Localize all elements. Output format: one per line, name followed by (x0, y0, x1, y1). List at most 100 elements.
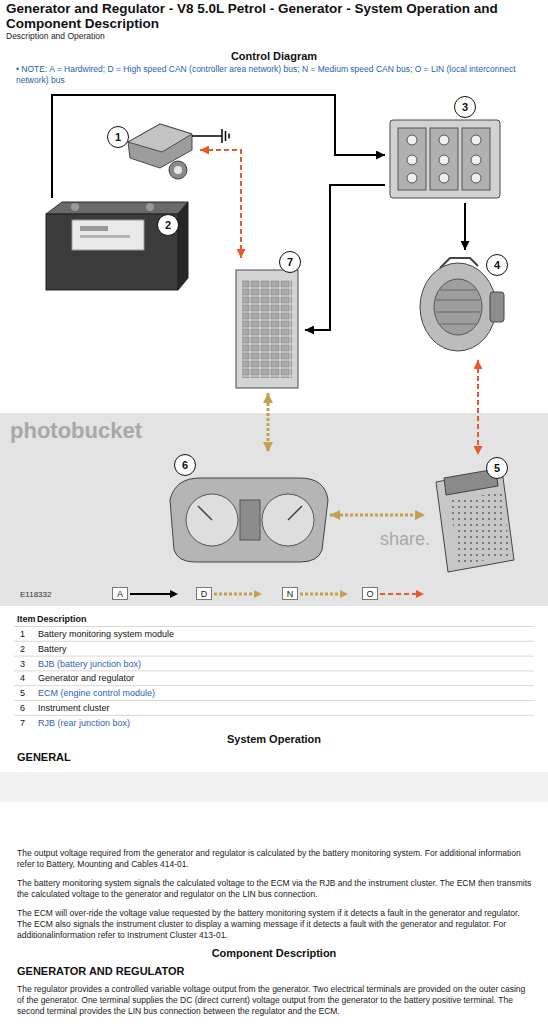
generator-illustration (436, 300, 480, 301)
engine-control-module-illustration (450, 492, 511, 565)
item-number: 6 (20, 702, 36, 714)
lin-bus (200, 150, 241, 258)
instrument-cluster-illustration (170, 478, 328, 562)
table-rule (14, 670, 534, 671)
subsection-heading: GENERAL (17, 751, 217, 764)
battery-illustration (71, 203, 79, 211)
item-description: Battery monitoring system module (38, 628, 458, 640)
battery-junction-box-illustration (471, 173, 481, 183)
callout-number: 3 (462, 101, 468, 113)
battery-junction-box-illustration (471, 135, 481, 145)
legend-key: A (117, 589, 123, 599)
hardwired-connection (52, 95, 385, 198)
watermark-band (0, 413, 548, 606)
body-paragraph: The ECM will over-ride the voltage value… (17, 908, 533, 941)
battery-junction-box-illustration (407, 135, 417, 145)
rear-junction-box-illustration (236, 270, 298, 388)
battery-junction-box-illustration (390, 120, 500, 198)
watermark: photobucket (10, 418, 210, 444)
legend-key: N (287, 589, 294, 599)
callout-circle: 3 (454, 96, 476, 118)
battery-junction-box-illustration (471, 155, 481, 165)
battery-illustration (146, 203, 154, 211)
high-speed-can-bus (330, 514, 425, 517)
component-callout-region: 4 (418, 250, 508, 360)
figure-id: E118332 (20, 590, 100, 600)
generator-illustration (490, 292, 504, 322)
item-description: Generator and regulator (38, 672, 458, 684)
legend-line-samples (130, 590, 424, 598)
battery-monitoring-module-illustration (128, 124, 192, 152)
battery-junction-box-illustration (390, 120, 500, 198)
callout-number: 7 (287, 256, 293, 268)
callout-circle: 5 (486, 457, 508, 479)
generator-illustration (420, 263, 496, 351)
item-number: 3 (20, 658, 36, 670)
callout-circle: 7 (279, 251, 301, 273)
legend-key: D (201, 589, 208, 599)
battery-monitoring-module-illustration (128, 124, 192, 168)
instrument-cluster-illustration (198, 506, 212, 520)
legend-line-samples (130, 593, 172, 595)
generator-illustration (436, 312, 480, 313)
legend-line-samples (300, 593, 342, 596)
body-paragraph: The battery monitoring system signals th… (17, 878, 533, 900)
section-heading: Component Description (0, 947, 548, 960)
instrument-cluster-illustration (170, 478, 328, 562)
component-callout-region: 5 (425, 455, 520, 575)
section-heading: System Operation (0, 733, 548, 746)
battery-junction-box-illustration (439, 173, 449, 183)
battery-junction-box-illustration (407, 173, 417, 183)
callout-circle: 1 (107, 126, 129, 148)
item-number: 2 (20, 643, 36, 655)
high-speed-can-bus (267, 393, 270, 452)
note-text: • NOTE: A = Hardwired; D = High speed CA… (16, 64, 536, 86)
legend-key-box: N (282, 587, 298, 600)
ground-wire (225, 131, 227, 141)
battery-illustration (72, 220, 144, 250)
legend-line-samples (416, 590, 424, 598)
legend-key-box: A (112, 587, 128, 600)
body-paragraph: The output voltage required from the gen… (17, 848, 533, 870)
item-description: Battery (38, 643, 458, 655)
table-rule (14, 627, 534, 716)
battery-junction-box-illustration (430, 128, 458, 190)
legend-line-samples (254, 590, 262, 598)
instrument-cluster-illustration (186, 494, 238, 546)
page-gap (0, 772, 548, 802)
section-heading: Control Diagram (0, 50, 548, 63)
battery-monitoring-module-illustration (128, 124, 192, 179)
battery-illustration (80, 226, 108, 231)
instrument-cluster-illustration (240, 500, 260, 540)
subsection-heading: GENERATOR AND REGULATOR (17, 965, 317, 978)
legend-key: O (366, 589, 373, 599)
battery-junction-box-illustration (407, 155, 417, 165)
generator-illustration (440, 290, 476, 291)
watermark: share. (380, 528, 500, 550)
item-number: 4 (20, 672, 36, 684)
component-callout-region: 2 (40, 198, 190, 293)
callout-circle: 4 (486, 254, 508, 276)
lin-bus (477, 360, 479, 455)
item-number: 7 (20, 717, 36, 729)
hardwired-connection (464, 203, 466, 250)
battery-illustration (178, 202, 188, 290)
component-callout-region: 7 (230, 258, 305, 393)
instrument-cluster-illustration (262, 494, 314, 546)
table-rule (14, 715, 534, 716)
callout-number: 1 (115, 131, 121, 143)
legend-line-samples (340, 590, 348, 598)
instrument-cluster-illustration (288, 506, 302, 520)
callout-number: 5 (494, 462, 500, 474)
callout-circle: 6 (174, 454, 196, 476)
engine-control-module-illustration (436, 470, 514, 572)
legend-line-samples (380, 593, 418, 595)
legend-key-box: D (196, 587, 212, 600)
ground-wire (192, 129, 229, 143)
table-rule (14, 700, 534, 701)
hardwired-connection (305, 185, 385, 330)
subheading: Description and Operation (6, 31, 306, 42)
